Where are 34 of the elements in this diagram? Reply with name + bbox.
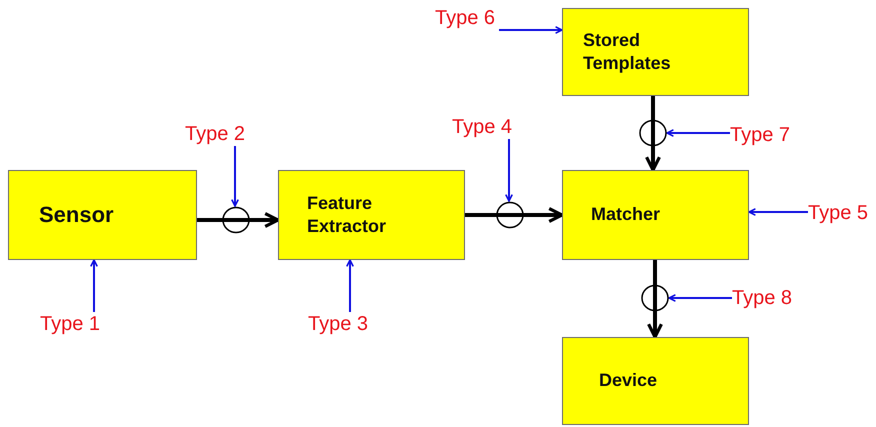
type-label: Type 5 [808, 201, 872, 225]
type-label: Type 3 [308, 312, 372, 336]
arrow [231, 146, 239, 207]
type-label: Type 2 [185, 122, 249, 146]
type-label: Type 7 [730, 123, 794, 147]
arrow [505, 139, 513, 202]
arrow [748, 208, 808, 216]
box-label: Matcher [591, 204, 660, 224]
process-box [8, 170, 197, 260]
box-label: Feature Extractor [307, 192, 388, 238]
arrow [647, 312, 663, 339]
arrow [499, 26, 563, 34]
arrow [645, 147, 661, 172]
circle-marker [641, 284, 669, 312]
box-label: Device [599, 370, 658, 390]
process-box [562, 337, 749, 425]
type-label: Type 8 [732, 286, 796, 310]
process-box [278, 170, 465, 260]
arrow [346, 259, 354, 312]
type-label: Type 6 [435, 6, 499, 30]
arrow [668, 294, 732, 302]
arrow [666, 129, 730, 137]
circle-marker [496, 201, 524, 229]
type-label: Type 4 [452, 115, 516, 139]
process-box [562, 170, 749, 260]
arrow [524, 207, 564, 223]
arrow [250, 212, 280, 228]
circle-marker [639, 119, 667, 147]
box-label: Sensor [39, 202, 114, 227]
arrow [90, 259, 98, 312]
box-label: Stored Templates [583, 28, 672, 75]
type-label: Type 1 [40, 312, 104, 336]
process-box [562, 8, 749, 96]
circle-marker [222, 206, 250, 234]
